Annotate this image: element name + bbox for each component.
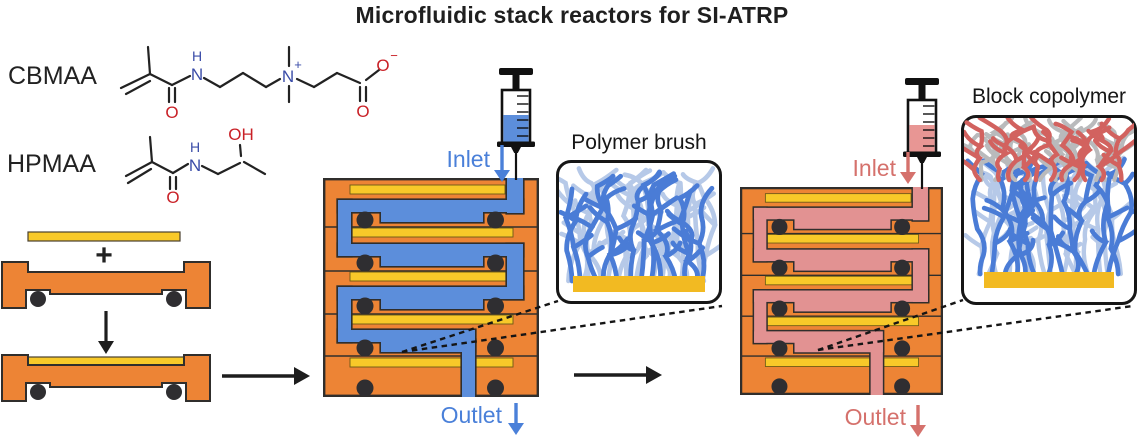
reactor-body [740, 187, 943, 395]
svg-text:OH: OH [228, 125, 254, 144]
outlet-label-second: Outlet [844, 404, 906, 430]
assembly-diagram: + [1, 231, 211, 402]
gold-slide [764, 357, 919, 367]
reactor-body [323, 178, 539, 397]
gold-slide [764, 193, 912, 203]
svg-text:−: − [390, 48, 398, 63]
syringe-plunger [499, 68, 533, 75]
inlet-label-second: Inlet [852, 155, 896, 181]
serpentine-channel [754, 187, 928, 395]
svg-text:O: O [165, 103, 178, 122]
syringe-plunger [905, 78, 939, 85]
svg-text:O: O [376, 56, 389, 75]
syringe-icon-second [903, 78, 941, 189]
gold-slide [27, 231, 181, 242]
block-copolymer-label: Block copolymer [971, 85, 1127, 108]
svg-text:N: N [189, 156, 201, 175]
o-ring [30, 291, 46, 307]
figure-title: Microfluidic stack reactors for SI-ATRP [355, 2, 789, 28]
polymer-brush-inset [556, 160, 722, 304]
reactor-to-reactor-arrow [574, 366, 662, 384]
hpmaa-label: HPMAA [7, 150, 96, 178]
o-ring [166, 384, 182, 400]
gold-slide [349, 184, 506, 195]
gold-substrate [573, 276, 705, 292]
o-ring [166, 291, 182, 307]
cbmaa-label: CBMAA [8, 62, 97, 90]
outlet-arrow-first [508, 403, 524, 435]
polymer-brush-label: Polymer brush [571, 131, 707, 154]
outlet-arrow-second [910, 405, 926, 437]
inlet-arrow-second [900, 152, 916, 184]
stack-reactor-first [323, 178, 539, 397]
magnification-dashed-lines [401, 298, 1134, 354]
inlet-label-first: Inlet [446, 146, 490, 172]
brush-strands [964, 118, 1134, 183]
block-copolymer-illustration [964, 118, 1134, 288]
hpmaa-structure: HNO OH [124, 125, 267, 207]
outlet-label-first: Outlet [440, 402, 502, 428]
reactor-module-cross-section [1, 261, 211, 309]
svg-text:O: O [356, 102, 369, 121]
o-rings [356, 211, 504, 397]
gold-substrate [984, 272, 1114, 288]
svg-text:+: + [95, 239, 113, 272]
block-copolymer-inset [961, 115, 1137, 305]
reactor-module-cross-section [1, 354, 211, 402]
assembly-to-reactor-arrow [222, 367, 310, 385]
o-ring [30, 384, 46, 400]
svg-text:H: H [190, 139, 200, 155]
polymer-brush-illustration [559, 166, 719, 292]
svg-text:O: O [166, 188, 179, 207]
inlet-arrow-first [494, 145, 510, 182]
svg-text:H: H [192, 48, 202, 64]
svg-text:N: N [191, 65, 203, 84]
brush-strands [559, 169, 715, 284]
syringe-icon-first [497, 68, 535, 180]
svg-text:+: + [294, 57, 302, 72]
stack-reactor-second [740, 187, 943, 395]
serpentine-channel [338, 178, 523, 397]
gold-slide [349, 357, 514, 368]
svg-text:N: N [282, 67, 294, 86]
o-rings [771, 218, 911, 395]
